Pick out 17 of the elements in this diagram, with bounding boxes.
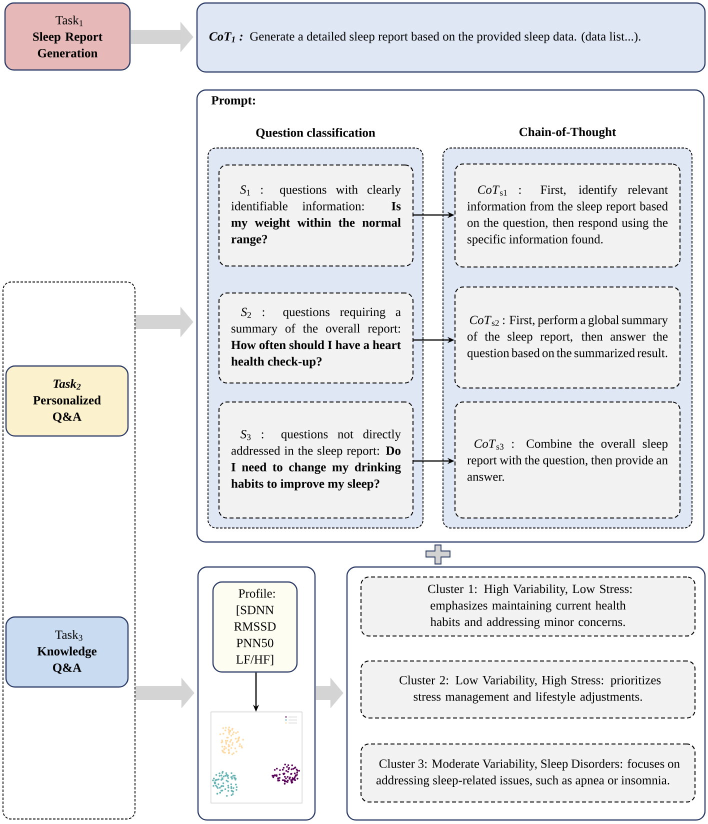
task-box: Task$_{2}$ Personalized Q&A [5,365,129,437]
question-box: S$_{2}$ : questions requiring a summary of the overall report: How often should I have a heart health check-up? [218,292,414,384]
cluster-box: Cluster 3: Moderate Variability, Sleep Disorders: focuses on addressing sleep-related issues, such as apnea or insomnia. [360,744,696,802]
cot-box: CoT$_{s3}$ : Combine the overall sleep report with the question, then provide an answer. [454,402,680,518]
question-box: S$_{3}$ : questions not directly addressed in the sleep report: Do I need to change my drinking habits to improve my sleep? [218,402,414,518]
panel-heading: Prompt: [211,96,255,108]
cluster-box: Cluster 2: Low Variability, High Stress: prioritizes stress management and lifestyle adjustments. [360,660,696,718]
question-box: S$_{1}$ : questions with clearly identifiable information: Is my weight within the normal range? [218,164,414,266]
profile-box: Profile: [SDNN RMSSD PNN50 LF/HF] [212,581,298,673]
cluster-box: Cluster 1: High Variability, Low Stress: emphasizes maintaining current health habits and addressing minor concerns. [360,576,696,636]
column-heading: Question classification [256,128,376,139]
cot-box: CoT$_{s2}$ : First, perform a global summary of the sleep report, then answer the question based on the summarized result. [454,286,680,388]
task-box: Task$_{3}$ Knowledge Q&A [5,616,129,688]
cot-box: CoT$_{s1}$ : First, identify relevant information from the sleep report based on the question, then respond using the specific information found. [454,164,680,268]
description-box: CoT$_{1}$ : Generate a detailed sleep report based on the provided sleep data. (data list...). [196,2,706,73]
task-box: Task$_{1}$ Sleep Report Generation [4,2,131,71]
column-heading: Chain-of-Thought [519,127,616,139]
